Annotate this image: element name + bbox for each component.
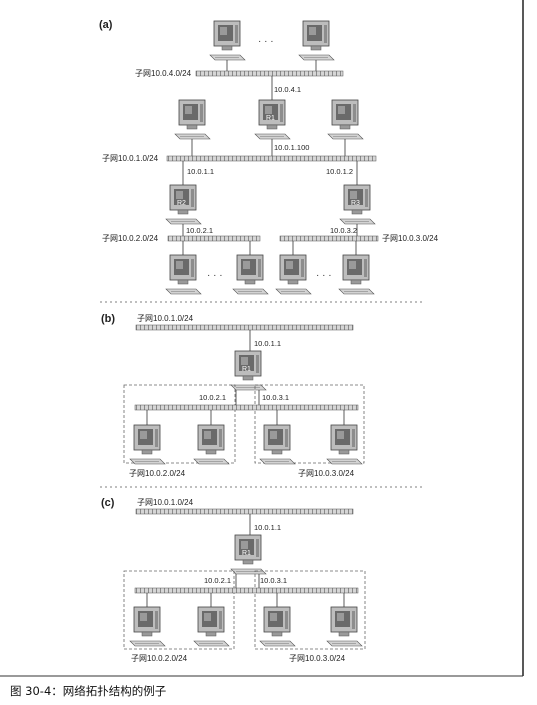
panel-a-label: (a) xyxy=(99,19,113,31)
subnet-label-a-top: 子网10.0.4.0/24 xyxy=(135,69,192,78)
address-c2: 10.0.2.1 xyxy=(204,576,231,585)
address-b1: 10.0.1.1 xyxy=(254,339,281,348)
subnet-label-a-mid: 子网10.0.1.0/24 xyxy=(102,154,159,163)
subnet-bus-a-right xyxy=(279,235,379,242)
address-a2: 10.0.1.100 xyxy=(274,143,309,152)
address-c1: 10.0.1.1 xyxy=(254,523,281,532)
subnet-label-b-top: 子网10.0.1.0/24 xyxy=(137,314,194,323)
panel-c: (c) 子网10.0.1.0/24 10.0.1.1 R1 10.0.2.1 1… xyxy=(101,497,366,663)
subnet-label-a-left: 子网10.0.2.0/24 xyxy=(102,234,159,243)
address-a3: 10.0.1.1 xyxy=(187,167,214,176)
subnet-bus-b-bottom xyxy=(134,404,359,411)
subnet-box-c-right xyxy=(254,570,366,650)
router-label-b-r1: R1 xyxy=(242,366,251,373)
panel-c-label: (c) xyxy=(101,497,115,509)
router-label-c-r1: R1 xyxy=(242,550,251,557)
router-label-a-r2: R2 xyxy=(177,200,186,207)
subnet-label-c-right: 子网10.0.3.0/24 xyxy=(289,654,346,663)
subnet-box-c-left xyxy=(123,570,235,650)
router-label-a-r3: R3 xyxy=(351,200,360,207)
subnet-box-b-right xyxy=(254,384,365,464)
panel-b-label: (b) xyxy=(101,313,115,325)
address-c3: 10.0.3.1 xyxy=(260,576,287,585)
subnet-box-b-left xyxy=(123,384,236,464)
subnet-label-b-left: 子网10.0.2.0/24 xyxy=(129,469,186,478)
ellipsis: · · · xyxy=(207,270,223,281)
figure-caption: 图 30-4：网络拓扑结构的例子 xyxy=(10,684,167,698)
subnet-bus-b-top xyxy=(135,324,354,331)
subnet-label-c-top: 子网10.0.1.0/24 xyxy=(137,498,194,507)
router-label-a-r1: R1 xyxy=(266,115,275,122)
subnet-bus-a-top xyxy=(195,70,344,77)
ellipsis: · · · xyxy=(316,270,332,281)
address-a1: 10.0.4.1 xyxy=(274,85,301,94)
address-a5: 10.0.2.1 xyxy=(186,226,213,235)
subnet-bus-c-top xyxy=(135,508,354,515)
subnet-label-a-right: 子网10.0.3.0/24 xyxy=(382,234,439,243)
address-b2: 10.0.2.1 xyxy=(199,393,226,402)
panel-b: (b) 子网10.0.1.0/24 10.0.1.1 R1 10.0.2.1 1… xyxy=(101,313,365,478)
address-a6: 10.0.3.2 xyxy=(330,226,357,235)
subnet-bus-a-left xyxy=(167,235,261,242)
ellipsis: · · · xyxy=(258,36,274,47)
subnet-label-b-right: 子网10.0.3.0/24 xyxy=(298,469,355,478)
subnet-bus-a-mid xyxy=(166,155,377,162)
subnet-label-c-left: 子网10.0.2.0/24 xyxy=(131,654,188,663)
address-a4: 10.0.1.2 xyxy=(326,167,353,176)
subnet-bus-c-bottom xyxy=(134,587,359,594)
address-b3: 10.0.3.1 xyxy=(262,393,289,402)
panel-a: (a) · · · 子网10.0.4.0/24 10.0.4.1 R1 10.0… xyxy=(99,19,439,295)
